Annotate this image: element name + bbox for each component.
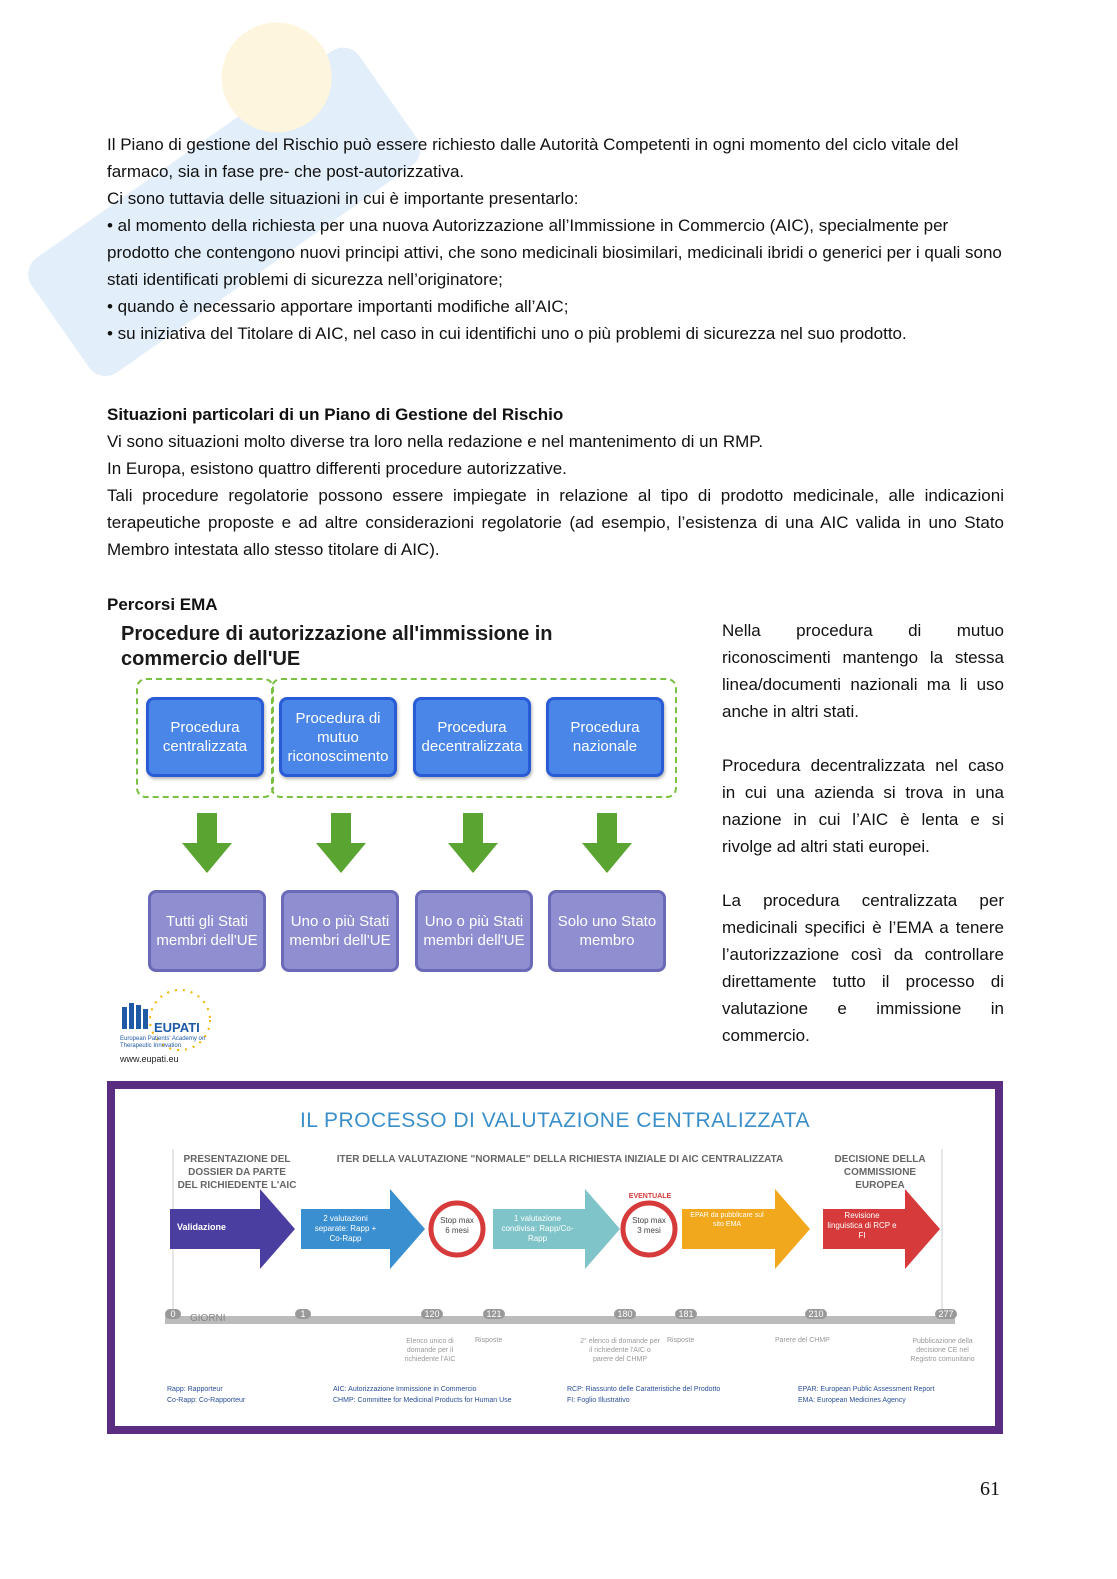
section-heading: Percorsi EMA [107,595,218,614]
day-note: Risposte [667,1337,695,1344]
down-arrow-icon [182,813,232,873]
bullet-item: • al momento della richiesta per una nuo… [107,216,1002,289]
side-paragraph: La procedura centralizzata per medicinal… [722,891,1004,1045]
step-label: 1 valutazione condivisa: Rapp/Co-Rapp [501,1214,574,1243]
legend-item: Co-Rapp: Co-Rapporteur [167,1397,246,1404]
down-arrow-icon [448,813,498,873]
down-arrow-icon [316,813,366,873]
legend-column: AIC: Autorizzazione Immissione in Commer… [333,1384,512,1406]
eupati-logo: EUPATI European Patients' Academy on The… [118,985,228,1070]
step-label: Finalizzazione di RCP, FI, EPAR da pubbl… [687,1203,767,1228]
paragraph: Vi sono situazioni molto diverse tra lor… [107,432,764,451]
day-marker: 181 [675,1309,697,1319]
process-graphic [165,1149,955,1324]
logo-name: EUPATI [154,1020,200,1035]
result-box: Uno o più Stati membri dell'UE [415,890,533,972]
stop-label: Stop max 3 mesi [632,1216,666,1235]
side-text: Nella procedura di mutuo riconoscimenti … [722,617,1004,1076]
day-marker: 120 [421,1309,443,1319]
figure-title: IL PROCESSO DI VALUTAZIONE CENTRALIZZATA [299,1109,811,1132]
intro-paragraph: Il Piano di gestione del Rischio può ess… [107,135,959,181]
legend-item: AIC: Autorizzazione Immissione in Commer… [333,1386,477,1393]
section-rmp: Situazioni particolari di un Piano di Ge… [107,401,1004,563]
legend-column: RCP: Riassunto delle Caratteristiche del… [567,1384,720,1406]
bullet-item: • su iniziativa del Titolare di AIC, nel… [107,324,907,343]
result-box: Tutti gli Stati membri dell'UE [148,890,266,972]
step-label: 2 valutazioni separate: Rapp + Co-Rapp [314,1214,377,1243]
day-marker: 210 [805,1309,827,1319]
legend-column: Rapp: Rapporteur Co-Rapp: Co-Rapporteur [167,1384,245,1406]
side-paragraph: Procedura decentralizzata nel caso in cu… [722,756,1004,856]
day-marker: 1 [295,1309,311,1319]
procedure-box-decentralized: Procedura decentralizzata [413,697,531,777]
dashed-group-national [271,678,677,798]
section-heading: Situazioni particolari di un Piano di Ge… [107,405,564,424]
procedures-figure: Procedure di autorizzazione all'immissio… [107,620,687,1070]
centralized-process-figure: IL PROCESSO DI VALUTAZIONE CENTRALIZZATA… [107,1081,1003,1434]
legend-item: EPAR: European Public Assessment Report [798,1386,935,1393]
logo-url: www.eupati.eu [120,1054,179,1064]
day-note: 2° elenco di domande per il richiedente … [580,1338,660,1363]
paragraph: Tali procedure regolatorie possono esser… [107,486,1004,559]
day-marker: 277 [935,1309,957,1319]
logo-tagline: European Patients' Academy on Therapeuti… [120,1036,206,1049]
procedure-box-centralized: Procedura centralizzata [146,697,264,777]
figure-title: Procedure di autorizzazione all'immissio… [121,623,553,670]
day-marker: 180 [614,1309,636,1319]
column-header: ITER DELLA VALUTAZIONE "NORMALE" DELLA R… [336,1154,784,1165]
day-note: Risposte [475,1337,503,1344]
giorni-label: GIORNI [190,1313,226,1324]
bullet-item: • quando è necessario apportare importan… [107,297,569,316]
side-paragraph: Nella procedura di mutuo riconoscimenti … [722,621,1004,721]
step-label: Revisione linguistica di RCP e FI [827,1211,897,1240]
page-number: 61 [980,1478,1000,1500]
legend-item: Rapp: Rapporteur [167,1386,223,1393]
legend-item: CHMP: Committee for Medicinal Products f… [333,1397,512,1404]
stop-label: Stop max 6 mesi [440,1216,474,1235]
column-header: PRESENTAZIONE DEL DOSSIER DA PARTE DEL R… [177,1154,297,1191]
down-arrow-icon [582,813,632,873]
legend-column: EPAR: European Public Assessment Report … [798,1384,934,1406]
result-box: Solo uno Stato membro [548,890,666,972]
paragraph: In Europa, esistono quattro differenti p… [107,459,567,478]
day-marker: 121 [483,1309,505,1319]
column-header: DECISIONE DELLA COMMISSIONE EUROPEA [834,1154,926,1191]
intro-section: Il Piano di gestione del Rischio può ess… [107,131,1004,347]
day-note: Elenco unico di domande per il richieden… [404,1338,456,1363]
result-box: Uno o più Stati membri dell'UE [281,890,399,972]
legend-item: FI: Foglio Illustrativo [567,1397,630,1404]
day-note: Pubblicazione della decisione CE nel Reg… [910,1338,975,1363]
day-note: Parere del CHMP [775,1337,830,1344]
step-label: Validazione [177,1222,227,1232]
legend-item: RCP: Riassunto delle Caratteristiche del… [567,1386,721,1393]
intro-paragraph: Ci sono tuttavia delle situazioni in cui… [107,189,579,208]
eventuale-label: EVENTUALE [628,1193,672,1200]
watermark-logo [28,22,421,377]
dashed-group-centralized [136,678,274,798]
procedure-box-mutual: Procedura di mutuo riconoscimento [279,697,397,777]
procedure-box-national: Procedura nazionale [546,697,664,777]
legend-item: EMA: European Medicines Agency [798,1397,906,1404]
day-marker: 0 [165,1309,181,1319]
